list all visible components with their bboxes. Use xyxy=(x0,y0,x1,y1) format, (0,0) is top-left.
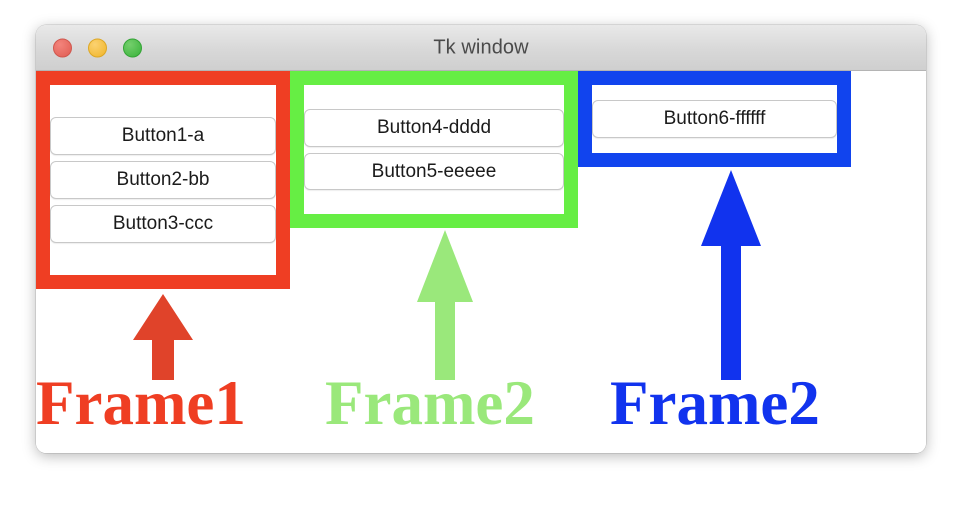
button-6[interactable]: Button6-ffffff xyxy=(592,100,837,138)
window-client-area: Button1-a Button2-bb Button3-ccc Button4… xyxy=(36,71,926,453)
arrow-to-frame-2 xyxy=(417,230,473,380)
button-2[interactable]: Button2-bb xyxy=(50,161,276,199)
button-1[interactable]: Button1-a xyxy=(50,117,276,156)
frame-3-inner: Button6-ffffff xyxy=(592,85,837,153)
tk-window: Tk window Button1-a Button2-bb Button3-c… xyxy=(36,25,926,453)
arrow-3-shape xyxy=(701,170,761,380)
frame-1-inner: Button1-a Button2-bb Button3-ccc xyxy=(50,85,276,275)
frame-3: Button6-ffffff xyxy=(578,71,851,167)
button-5[interactable]: Button5-eeeee xyxy=(304,152,564,191)
traffic-light-group xyxy=(53,38,142,57)
caption-frame-2: Frame2 xyxy=(325,368,535,438)
caption-frame-3: Frame2 xyxy=(610,368,820,438)
close-window-button[interactable] xyxy=(53,38,72,57)
frame-1: Button1-a Button2-bb Button3-ccc xyxy=(36,71,290,289)
window-titlebar[interactable]: Tk window xyxy=(36,25,926,71)
window-title: Tk window xyxy=(433,36,529,58)
frame-2-inner: Button4-dddd Button5-eeeee xyxy=(304,85,564,214)
arrow-1-shape xyxy=(133,294,193,380)
button-3[interactable]: Button3-ccc xyxy=(50,204,276,243)
arrow-to-frame-1 xyxy=(133,294,193,380)
button-4[interactable]: Button4-dddd xyxy=(304,108,564,147)
minimize-window-button[interactable] xyxy=(88,38,107,57)
arrow-2-shape xyxy=(417,230,473,380)
arrow-to-frame-3 xyxy=(701,170,761,380)
caption-frame-1: Frame1 xyxy=(36,368,246,438)
maximize-window-button[interactable] xyxy=(123,38,142,57)
frame-2: Button4-dddd Button5-eeeee xyxy=(290,71,578,228)
